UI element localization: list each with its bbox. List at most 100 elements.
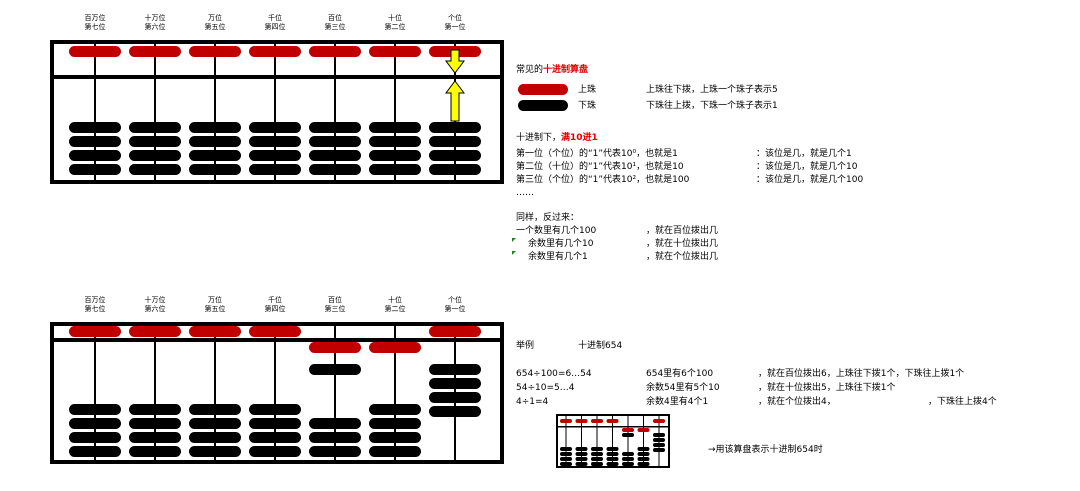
column-place-name: 个位 [448,14,462,22]
lower-bead [622,433,634,437]
example-row-1-count: 654里有6个100 [646,369,714,379]
legend-lower-bead [518,100,568,111]
example-caption: →用该算盘表示十进制654时 [708,445,823,455]
column-header: 十位第二位 [373,14,417,32]
lower-bead [189,150,241,161]
lower-bead [591,457,603,461]
lower-bead [69,446,121,457]
upper-bead [369,342,421,353]
upper-bead [129,46,181,57]
lower-bead [429,136,481,147]
column-place-name: 千位 [268,296,282,304]
lower-bead [591,462,603,466]
lower-bead [249,136,301,147]
lower-bead [249,122,301,133]
lower-bead [129,136,181,147]
lower-bead [429,164,481,175]
rule-highlight: 满10进1 [561,133,598,143]
lower-bead [189,122,241,133]
column-position-name: 第三位 [324,305,346,313]
rule-line-1-right: ：该位是几，就是几个1 [756,149,852,159]
lower-bead [309,432,361,443]
lower-bead [189,432,241,443]
abacus-top-frame [50,40,504,184]
example-row-1-calc: 654÷100=6…54 [516,369,592,379]
lower-bead [369,418,421,429]
upper-bead [189,326,241,337]
column-place-name: 十万位 [144,14,166,22]
lower-bead [606,457,619,461]
column-header: 百位第三位 [313,14,357,32]
lower-bead [309,150,361,161]
legend-upper-bead [518,84,568,95]
lower-bead [69,418,121,429]
rule-line-3-left: 第三位（个位）的“1”代表10²，也就是100 [516,175,690,185]
lower-bead [249,164,301,175]
arrow-up-icon [445,80,465,122]
lower-bead [606,447,619,451]
lower-bead [429,150,481,161]
lower-bead [309,122,361,133]
column-header: 千位第四位 [253,296,297,314]
lower-bead [369,432,421,443]
column-place-name: 个位 [448,296,462,304]
column-place-name: 十万位 [144,296,166,304]
lower-bead [429,406,481,417]
lower-bead [575,462,588,466]
legend-title-prefix: 常见的 [516,65,544,75]
rule-line-2-right: ：该位是几，就是几个10 [756,162,858,172]
lower-bead [129,150,181,161]
upper-bead [653,419,665,423]
column-position-name: 第四位 [264,23,286,31]
legend-upper-desc: 上珠往下拨，上珠一个珠子表示5 [646,85,778,95]
lower-bead [369,150,421,161]
upper-bead [249,46,301,57]
column-position-name: 第六位 [144,305,166,313]
column-header: 个位第一位 [433,14,477,32]
lower-bead [369,446,421,457]
lower-bead [129,446,181,457]
example-row-2-count: 余数54里有5个10 [646,383,720,393]
upper-bead [69,46,121,57]
lower-bead [69,404,121,415]
reverse-line-3-right: ，就在个位拨出几 [646,252,719,262]
upper-bead [309,46,361,57]
upper-bead [69,326,121,337]
lower-bead [637,457,650,461]
reverse-line-2-right: ，就在十位拨出几 [646,239,719,249]
reverse-title: 同样，反过来： [516,213,580,223]
upper-bead [606,419,619,423]
legend-title-highlight: 十进制算盘 [543,65,589,75]
example-row-3-calc: 4÷1=4 [516,397,549,407]
lower-bead [309,364,361,375]
lower-bead [129,432,181,443]
column-header: 百万位第七位 [73,296,117,314]
lower-bead [560,457,572,461]
lower-bead [249,150,301,161]
lower-bead [575,452,588,456]
lower-bead [622,462,634,466]
arrow-down-icon [445,49,465,74]
lower-bead [309,136,361,147]
column-position-name: 第四位 [264,305,286,313]
column-header: 百万位第七位 [73,14,117,32]
abacus-beam [52,338,502,342]
lower-bead [591,447,603,451]
lower-bead [189,136,241,147]
abacus-beam [52,75,502,79]
column-header: 千位第四位 [253,14,297,32]
lower-bead [309,418,361,429]
example-row-3-count: 余数4里有4个1 [646,397,709,407]
abacus-frame [50,40,504,184]
example-label: 举例 [516,341,535,351]
lower-bead [653,443,665,447]
lower-bead [129,418,181,429]
rule-ellipsis: …… [516,188,534,198]
rule-line-2-left: 第二位（十位）的“1”代表10¹，也就是10 [516,162,684,172]
example-row-3-action: ，就在个位拨出4， [758,397,836,407]
tick-mark [512,251,516,255]
column-place-name: 十位 [388,14,402,22]
abacus-bottom: 百万位第七位十万位第六位万位第五位千位第四位百位第三位十位第二位个位第一位 [50,296,504,466]
upper-bead [591,419,603,423]
lower-bead [653,448,665,452]
